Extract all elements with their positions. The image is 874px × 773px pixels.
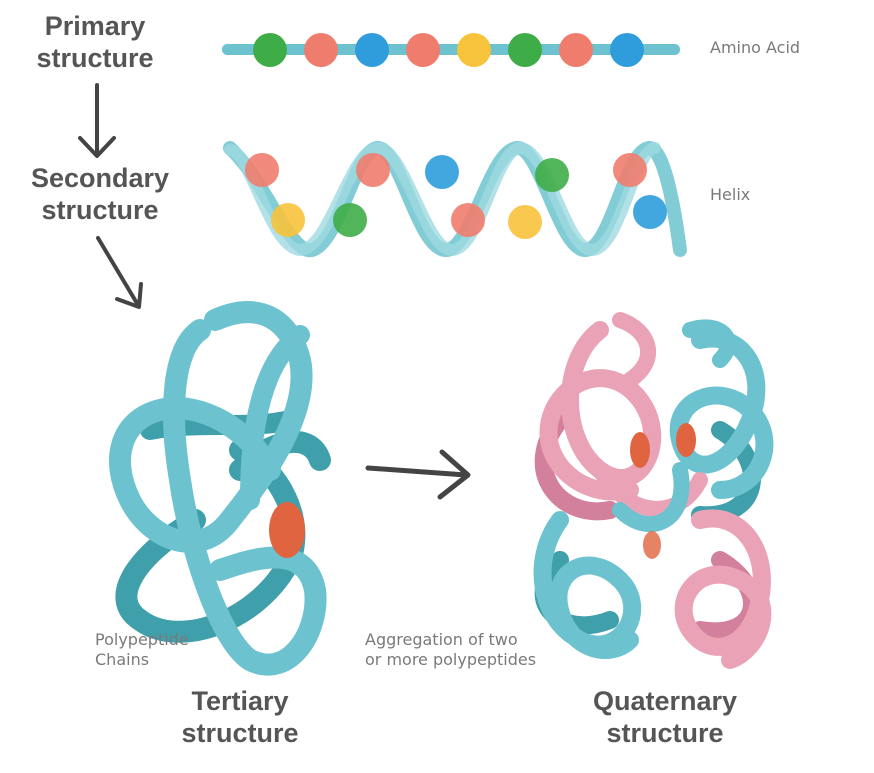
amino-acid-bead	[355, 33, 389, 67]
aggregation-line1: Aggregation of two	[365, 630, 518, 649]
primary-structure-label: Primary structure	[20, 10, 170, 75]
tertiary-label-line2: structure	[181, 718, 299, 749]
polypeptide-line2: Chains	[95, 650, 150, 669]
tertiary-structure-illustration	[109, 301, 331, 676]
arrow-primary-to-secondary	[78, 83, 116, 158]
quaternary-label-line2: structure	[606, 718, 724, 749]
helix-ribbon-front	[224, 141, 661, 257]
helix-annotation: Helix	[710, 185, 751, 204]
helix-bead	[613, 153, 647, 187]
secondary-structure-label: Secondary structure	[20, 162, 180, 227]
helix-bead	[356, 153, 390, 187]
amino-acid-bead	[304, 33, 338, 67]
aggregation-annotation: Aggregation of two or more polypeptides	[365, 630, 536, 670]
amino-acid-bead	[610, 33, 644, 67]
amino-acid-bead	[559, 33, 593, 67]
polypeptide-chains-annotation: Polypeptide Chains	[95, 630, 189, 670]
secondary-helix	[223, 140, 687, 258]
helix-bead	[451, 203, 485, 237]
tertiary-label-line1: Tertiary	[191, 686, 289, 716]
helix-bead	[333, 203, 367, 237]
primary-label-line2: structure	[36, 43, 154, 74]
amino-acid-annotation: Amino Acid	[710, 38, 801, 57]
amino-acid-bead	[508, 33, 542, 67]
quaternary-label-line1: Quaternary	[592, 686, 738, 716]
polypeptide-line1: Polypeptide	[95, 630, 189, 649]
helix-bead	[271, 203, 305, 237]
quaternary-knot-3	[643, 531, 661, 559]
secondary-label-line2: structure	[41, 195, 159, 226]
arrow-tertiary-to-quaternary	[365, 449, 471, 500]
tertiary-structure-label: Tertiary structure	[160, 685, 320, 750]
quaternary-knot-2	[676, 423, 696, 457]
helix-bead	[535, 158, 569, 192]
helix-bead	[508, 205, 542, 239]
quaternary-structure-label: Quaternary structure	[580, 685, 750, 750]
secondary-label-line1: Secondary	[30, 163, 170, 193]
primary-chain	[222, 33, 680, 67]
helix-beads	[245, 153, 667, 239]
arrow-secondary-to-tertiary	[96, 236, 143, 309]
quaternary-structure-illustration	[533, 312, 774, 669]
helix-bead	[633, 195, 667, 229]
amino-acid-bead	[406, 33, 440, 67]
primary-beads	[253, 33, 644, 67]
aggregation-line2: or more polypeptides	[365, 650, 537, 669]
helix-bead	[425, 155, 459, 189]
quaternary-knot-1	[630, 432, 650, 468]
primary-label-line1: Primary	[44, 11, 146, 41]
amino-acid-bead	[253, 33, 287, 67]
helix-bead	[245, 153, 279, 187]
tertiary-knot	[269, 502, 305, 558]
amino-acid-bead	[457, 33, 491, 67]
